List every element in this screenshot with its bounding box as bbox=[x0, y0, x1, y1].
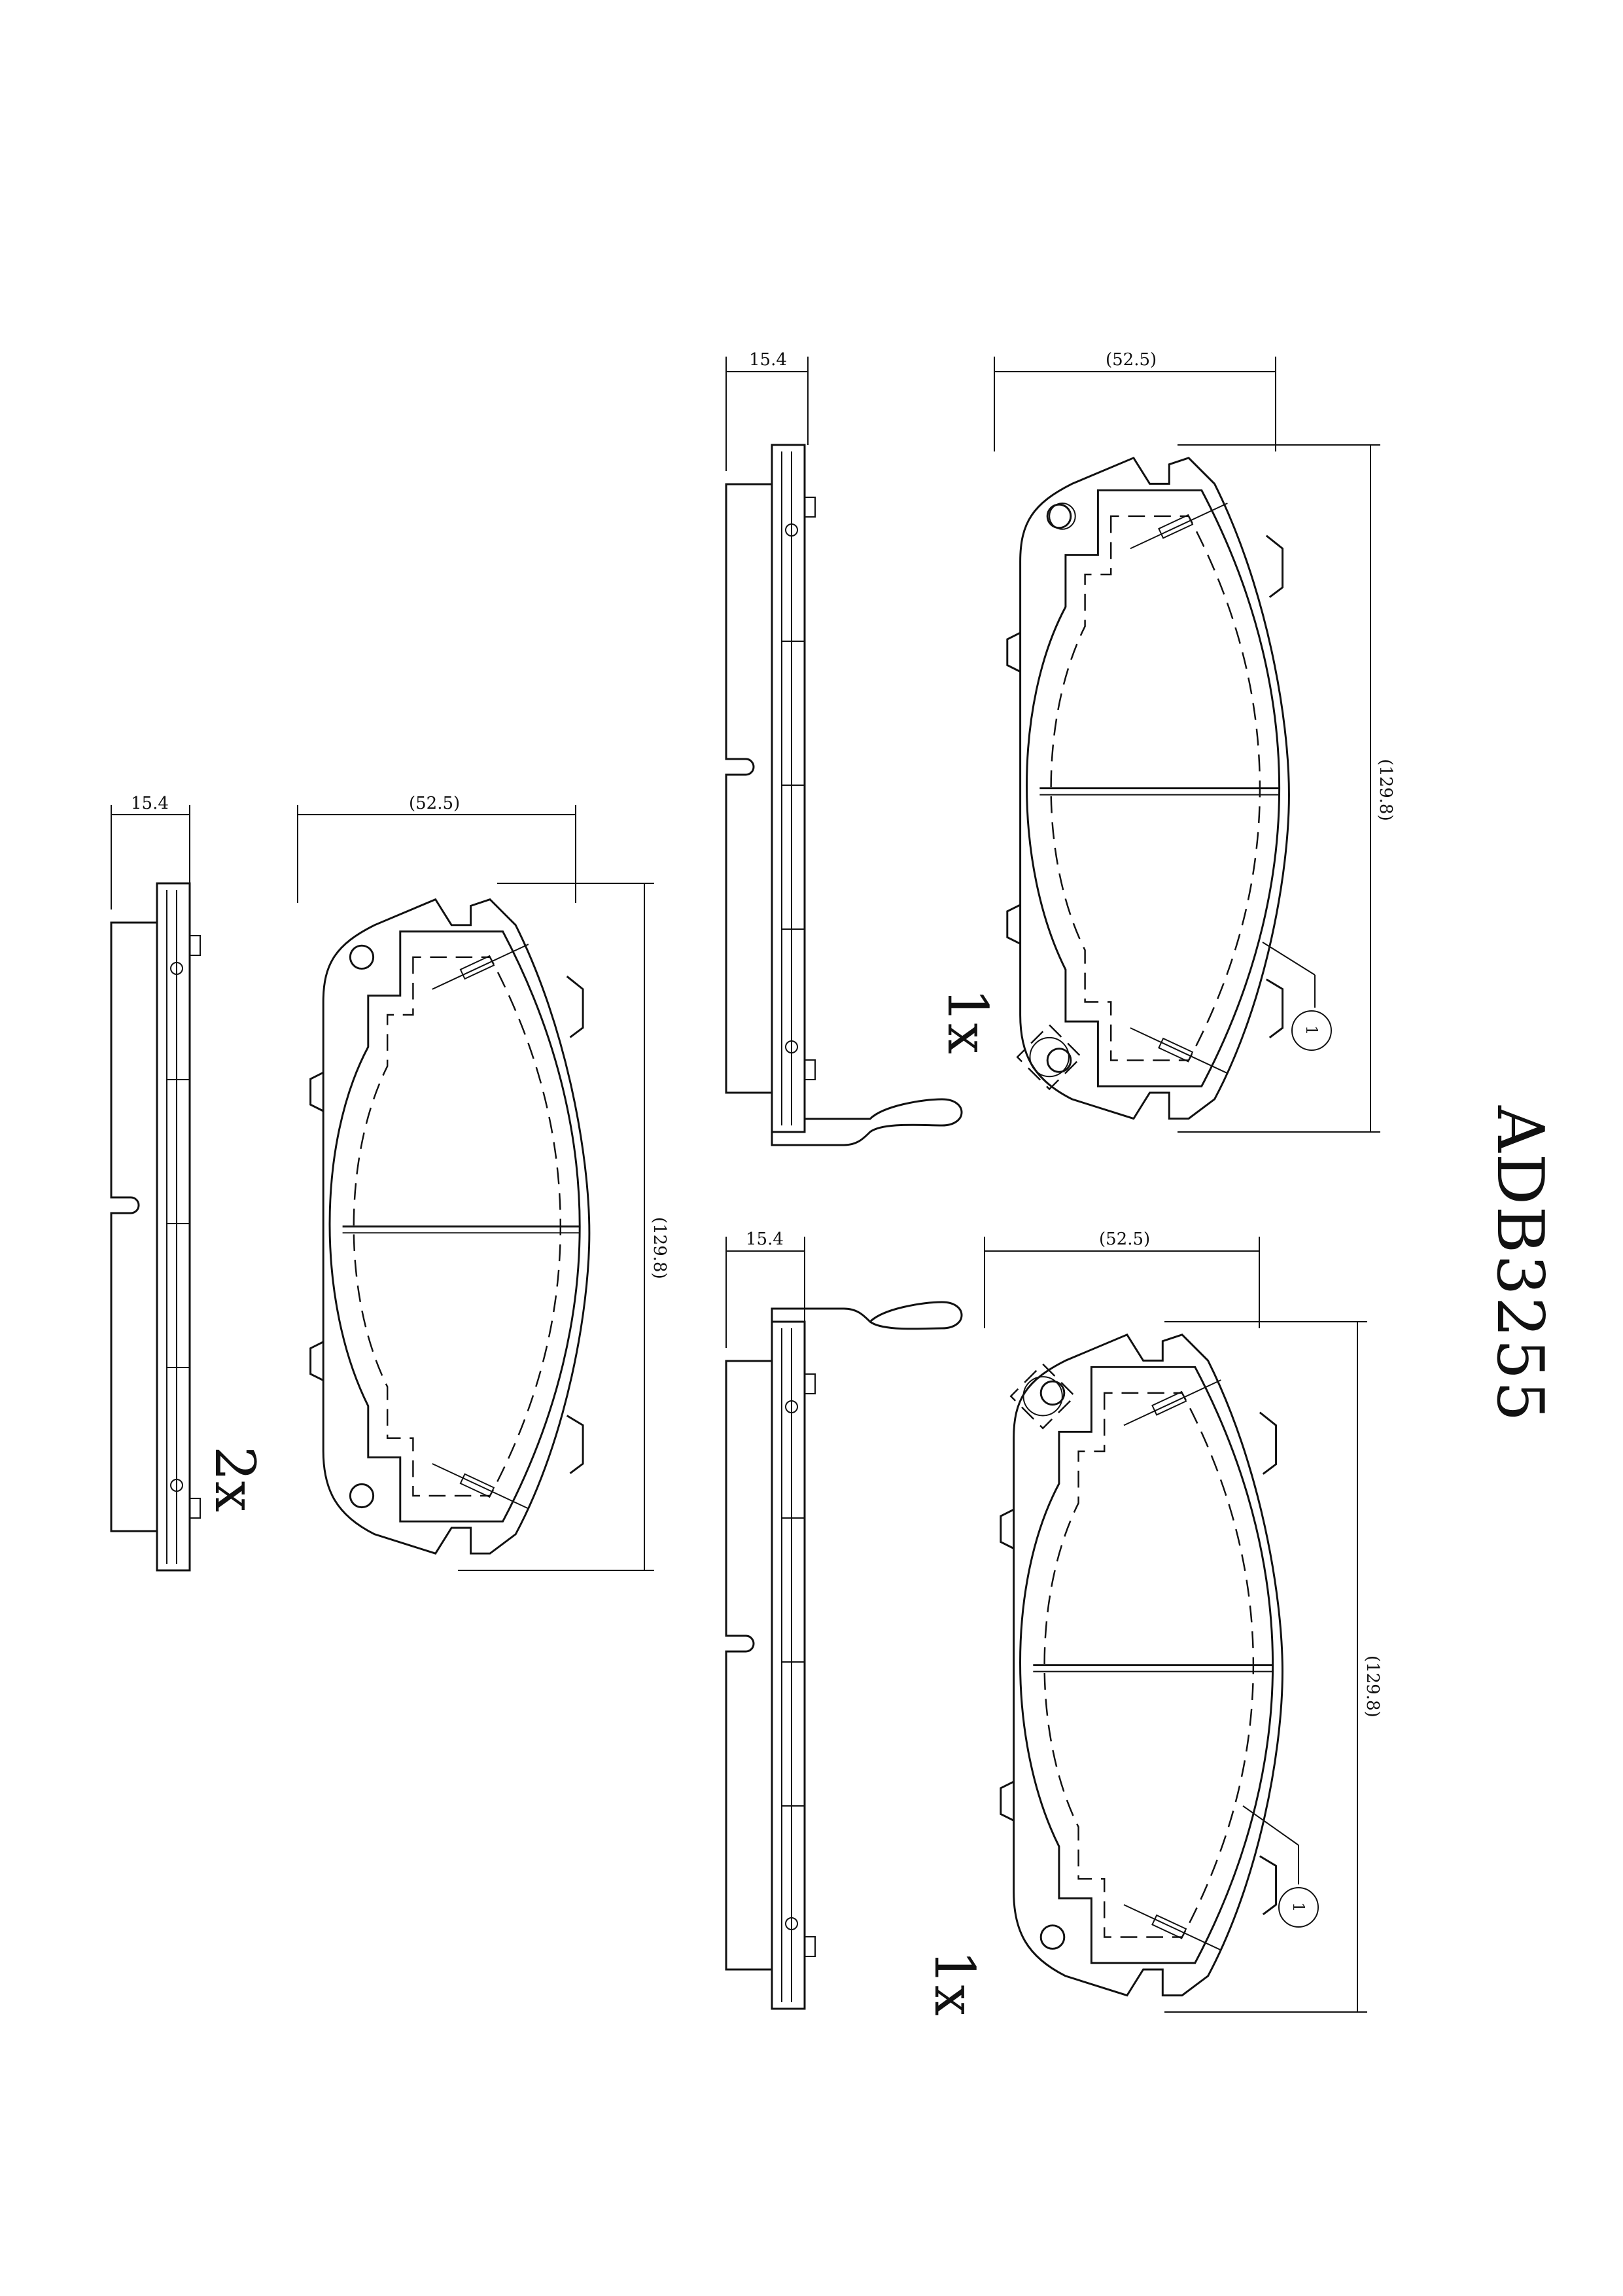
left-width-dimension: (52.5) bbox=[297, 794, 576, 903]
top-right-width-dimension: (52.5) bbox=[994, 350, 1276, 451]
bottom-right-width-dimension: (52.5) bbox=[984, 1229, 1260, 1328]
bottom-right-width-label: (52.5) bbox=[1099, 1229, 1150, 1249]
top-right-marker-callout: 1 bbox=[1262, 942, 1332, 1051]
left-length-label: (129.8) bbox=[650, 1217, 669, 1279]
left-side-profile bbox=[110, 882, 201, 1572]
left-thickness-label: 15.4 bbox=[131, 794, 169, 813]
bottom-right-pad-face bbox=[1000, 1333, 1283, 1997]
top-right-side-profile bbox=[725, 444, 963, 1146]
part-number-label: ADB3255 bbox=[1482, 1105, 1557, 1423]
bottom-right-length-dimension: (129.8) bbox=[1164, 1321, 1382, 2013]
bottom-right-length-label: (129.8) bbox=[1363, 1655, 1382, 1718]
top-right-marker-label: 1 bbox=[1302, 1025, 1321, 1035]
bottom-right-quantity: 1x bbox=[922, 1950, 986, 2016]
left-pad-face bbox=[309, 898, 591, 1555]
left-width-label: (52.5) bbox=[409, 794, 460, 813]
bottom-right-side-profile bbox=[725, 1301, 963, 2010]
top-right-length-dimension: (129.8) bbox=[1178, 444, 1395, 1133]
bottom-right-marker-label: 1 bbox=[1289, 1902, 1308, 1912]
top-right-thickness-dimension: 15.4 bbox=[725, 350, 809, 471]
top-right-quantity: 1x bbox=[935, 988, 1000, 1054]
top-right-pad-face bbox=[1006, 457, 1290, 1120]
left-length-dimension: (129.8) bbox=[458, 883, 669, 1571]
top-right-length-label: (129.8) bbox=[1376, 759, 1395, 821]
top-right-width-label: (52.5) bbox=[1106, 350, 1157, 370]
bottom-right-thickness-label: 15.4 bbox=[746, 1229, 784, 1249]
top-right-thickness-label: 15.4 bbox=[749, 350, 787, 370]
left-quantity: 2x bbox=[203, 1446, 267, 1512]
left-thickness-dimension: 15.4 bbox=[111, 794, 190, 910]
bottom-right-thickness-dimension: 15.4 bbox=[725, 1229, 805, 1348]
bottom-right-marker-callout: 1 bbox=[1242, 1805, 1319, 1928]
